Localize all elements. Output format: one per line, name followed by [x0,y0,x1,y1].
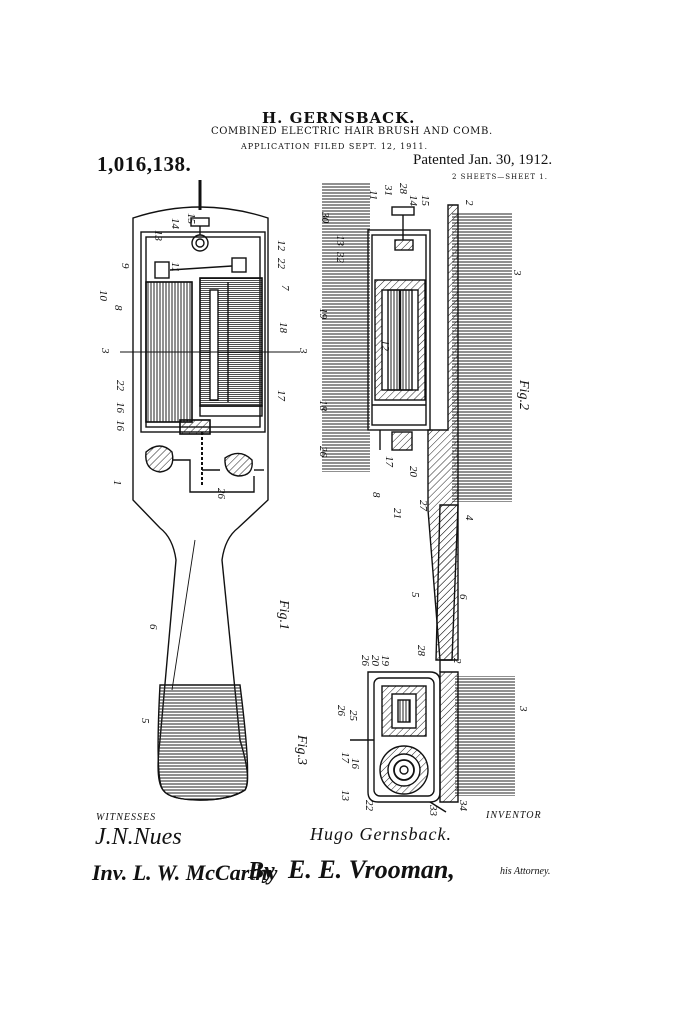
svg-text:21: 21 [391,508,403,519]
svg-text:22: 22 [363,800,375,812]
inventor-name: H. GERNSBACK. [262,109,416,127]
figure-3-drawing [350,671,515,813]
svg-text:17: 17 [275,390,287,402]
svg-text:3: 3 [517,705,529,712]
svg-text:26: 26 [317,446,329,458]
svg-text:25: 25 [347,710,359,722]
witnesses-label: WITNESSES [96,812,157,823]
svg-text:22: 22 [275,258,287,270]
svg-text:3: 3 [511,269,523,276]
svg-text:12: 12 [379,340,391,352]
svg-text:10: 10 [97,290,109,302]
patent-title: COMBINED ELECTRIC HAIR BRUSH AND COMB. [211,126,493,137]
attorney-signature: E. E. Vrooman, [288,855,455,884]
svg-text:18: 18 [277,322,289,334]
inventor-signature: Hugo Gernsback. [310,824,452,844]
svg-text:5: 5 [139,718,151,724]
svg-text:14: 14 [169,218,181,230]
svg-text:17: 17 [339,752,351,764]
svg-text:16: 16 [114,402,126,414]
svg-text:15: 15 [419,195,431,207]
svg-text:26: 26 [215,488,227,500]
svg-text:19: 19 [379,655,391,667]
svg-text:14: 14 [407,195,419,207]
attorney-label: his Attorney. [500,866,551,877]
application-filed: APPLICATION FILED SEPT. 12, 1911. [241,142,429,151]
patented-date: Patented Jan. 30, 1912. [413,152,553,168]
svg-text:20: 20 [407,466,419,478]
svg-text:22: 22 [114,380,126,392]
svg-text:17: 17 [383,456,395,468]
svg-text:31: 31 [382,184,394,196]
svg-text:4: 4 [463,515,475,521]
svg-text:26: 26 [335,705,347,717]
figure-3-reference-numerals: 26 20 19 28 2 26 25 3 17 16 13 22 33 34 [335,645,529,817]
figure-2-label: Fig.2 [516,379,531,410]
svg-text:20: 20 [369,655,381,667]
svg-text:32: 32 [334,251,346,264]
svg-text:27: 27 [417,500,429,512]
svg-text:1: 1 [111,480,123,486]
svg-text:34: 34 [457,799,469,812]
svg-text:13: 13 [152,230,164,242]
svg-text:2: 2 [463,200,475,206]
svg-text:5: 5 [409,592,421,598]
svg-text:26: 26 [359,655,371,667]
svg-text:7: 7 [279,285,291,291]
figure-2-reference-numerals: 30 13 32 11 31 28 14 15 2 19 18 26 3 12 … [317,183,523,600]
svg-text:33: 33 [427,804,439,817]
figure-2-drawing [322,182,512,672]
patent-number: 1,016,138. [97,152,192,176]
svg-text:19: 19 [317,308,329,320]
witness-signature-1: J.N.Nues [95,824,182,850]
svg-text:9: 9 [119,263,131,269]
figure-3-label: Fig.3 [294,734,309,765]
svg-text:8: 8 [112,305,124,311]
svg-text:11: 11 [367,190,379,200]
svg-text:15: 15 [185,213,197,225]
svg-text:13: 13 [339,790,351,802]
svg-text:16: 16 [349,758,361,770]
svg-text:28: 28 [397,183,409,195]
svg-text:8: 8 [370,492,382,498]
svg-text:3: 3 [99,347,111,354]
svg-text:12: 12 [275,240,287,252]
witness-signature-2: Inv. L. W. McCarthy [92,860,278,885]
inventor-label: INVENTOR [486,810,542,821]
svg-text:3: 3 [297,347,309,354]
svg-text:28: 28 [415,645,427,657]
svg-text:6: 6 [147,624,159,630]
sheet-count: 2 SHEETS—SHEET 1. [452,173,548,181]
svg-text:13: 13 [334,235,346,247]
figure-1-reference-numerals: 13 14 15 11 9 10 8 12 22 7 18 3 3 22 16 … [97,213,309,724]
figure-1-drawing [120,180,300,801]
svg-text:11: 11 [169,262,181,272]
by-label: By [248,858,275,884]
svg-text:16: 16 [114,420,126,432]
svg-text:30: 30 [319,211,331,224]
figure-1-label: Fig.1 [276,599,291,630]
svg-text:18: 18 [317,400,329,412]
svg-text:6: 6 [457,594,469,600]
svg-text:2: 2 [451,658,463,664]
